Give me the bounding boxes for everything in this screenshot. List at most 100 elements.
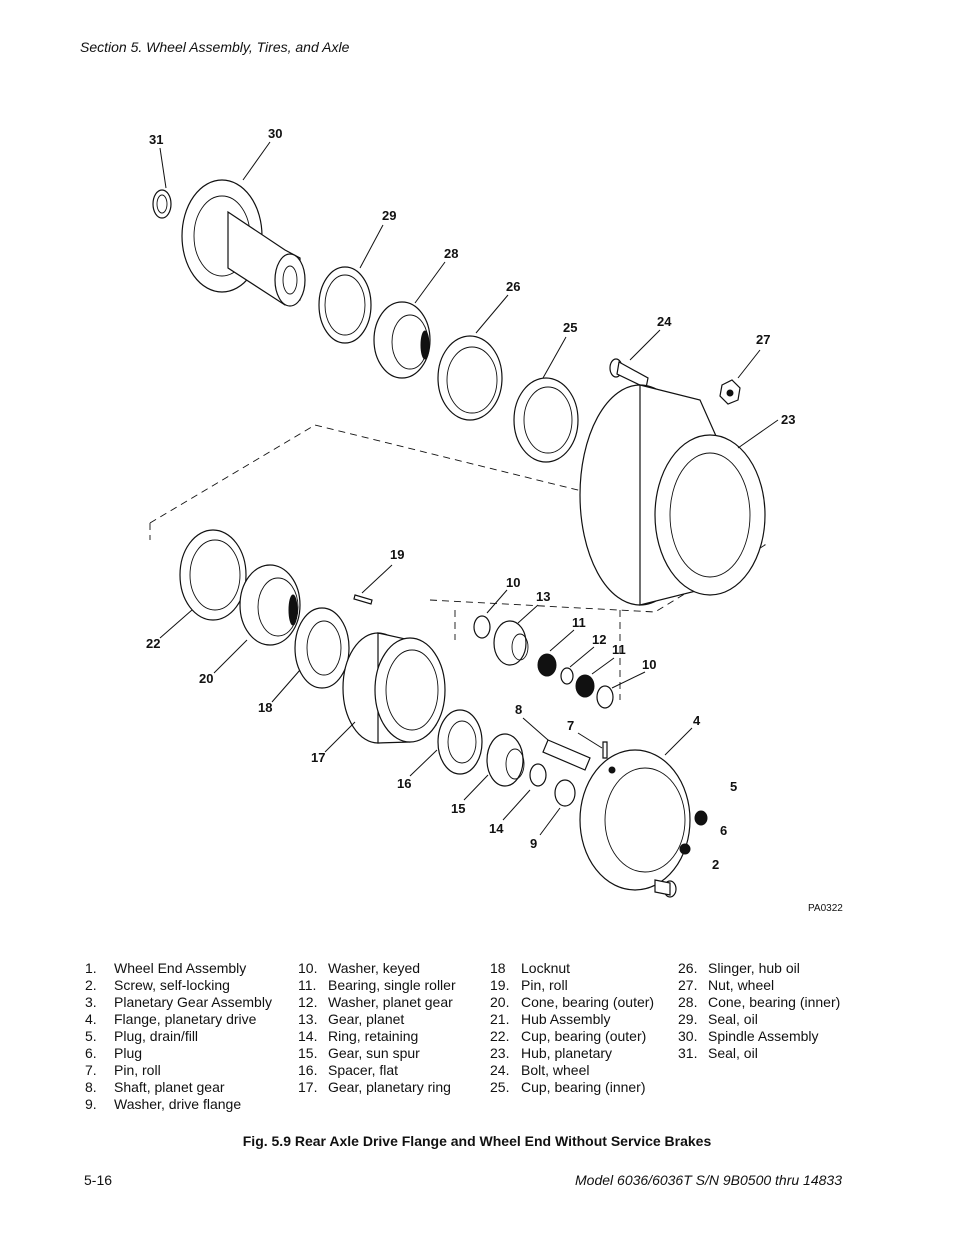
part-planet-gear-washer (560, 667, 574, 685)
callout-20: 20 (199, 671, 213, 686)
callout-29: 29 (382, 208, 396, 223)
parts-legend-column-4: 26.Slinger, hub oil 27.Nut, wheel 28.Con… (678, 960, 840, 1062)
part-self-locking-screw (654, 879, 677, 898)
callout-30: 30 (268, 126, 282, 141)
legend-number: 31. (678, 1045, 698, 1061)
part-planetary-drive-flange (579, 749, 691, 891)
parts-legend-column-3: 18 Locknut 19. Pin, roll 20.Cone, bearing … (490, 960, 654, 1096)
legend-label: Washer, planet gear (328, 994, 453, 1010)
section-header: Section 5. Wheel Assembly, Tires, and Ax… (80, 39, 350, 55)
callout-5: 5 (730, 779, 737, 794)
callout-15: 15 (451, 801, 465, 816)
part-wheel-nut (719, 379, 741, 405)
legend-number: 25. (490, 1079, 510, 1095)
legend-label: Spindle Assembly (708, 1028, 819, 1044)
callout-4: 4 (693, 713, 701, 728)
part-roller-bearing-b (575, 674, 595, 698)
legend-number: 4. (85, 1011, 97, 1027)
callout-10-b: 10 (642, 657, 656, 672)
legend-label: Bearing, single roller (328, 977, 456, 993)
legend-label: Plug, drain/fill (114, 1028, 199, 1044)
legend-number: 3. (85, 994, 97, 1010)
part-spindle-assembly (181, 179, 306, 307)
legend-label: Slinger, hub oil (708, 960, 800, 976)
legend-item: 19. Pin, roll (490, 977, 654, 994)
legend-label: Screw, self-locking (114, 977, 230, 993)
legend-number: 17. (298, 1079, 318, 1095)
legend-label: Flange, planetary drive (114, 1011, 257, 1027)
legend-number: 16. (298, 1062, 318, 1078)
legend-item: 11. Bearing, single roller (298, 977, 456, 994)
part-sun-spur-gear (486, 733, 525, 787)
legend-item: 20.Cone, bearing (outer) (490, 994, 654, 1011)
legend-number: 24. (490, 1062, 510, 1078)
legend-item: 7. Pin, roll (85, 1062, 272, 1079)
part-planet-gear (493, 620, 529, 666)
legend-label: Ring, retaining (328, 1028, 419, 1044)
legend-number: 7. (85, 1062, 97, 1078)
legend-number: 11. (298, 977, 317, 993)
legend-item: 17. Gear, planetary ring (298, 1079, 456, 1096)
callout-8: 8 (515, 702, 522, 717)
legend-label: Pin, roll (114, 1062, 161, 1078)
legend-item: 5. Plug, drain/fill (85, 1028, 272, 1045)
legend-number: 15. (298, 1045, 318, 1061)
legend-number: 21. (490, 1011, 510, 1027)
legend-item: 24.Bolt, wheel (490, 1062, 654, 1079)
part-wheel-bolt (609, 358, 649, 389)
legend-number: 9. (85, 1096, 97, 1112)
legend-item: 15. Gear, sun spur (298, 1045, 456, 1062)
part-roll-pin-7 (602, 741, 608, 759)
legend-number: 26. (678, 960, 698, 976)
legend-label: Nut, wheel (708, 977, 775, 993)
legend-item: 8.Shaft, planet gear (85, 1079, 272, 1096)
legend-item: 14.Ring, retaining (298, 1028, 456, 1045)
callout-27: 27 (756, 332, 770, 347)
legend-number: 18 (490, 960, 506, 976)
callout-labels: 31 30 29 28 26 25 24 27 23 19 22 20 18 1… (146, 126, 843, 914)
callout-11-a: 11 (572, 615, 586, 630)
callout-6: 6 (720, 823, 727, 838)
legend-label: Shaft, planet gear (114, 1079, 225, 1095)
legend-label: Hub Assembly (521, 1011, 611, 1027)
legend-number: 10. (298, 960, 318, 976)
part-inner-bearing-cup (513, 377, 579, 463)
part-planetary-ring-gear (342, 632, 446, 744)
legend-item: 30.Spindle Assembly (678, 1028, 840, 1045)
part-outer-bearing-cup (179, 529, 247, 621)
part-planetary-hub (579, 384, 766, 606)
legend-item: 13.Gear, planet (298, 1011, 456, 1028)
parts-legend-column-2: 10.Washer, keyed 11.Bearing, single roll… (298, 960, 456, 1096)
callout-10-a: 10 (506, 575, 520, 590)
leader-lines (159, 141, 779, 836)
legend-item: 12.Washer, planet gear (298, 994, 456, 1011)
legend-label: Locknut (521, 960, 571, 976)
legend-label: Seal, oil (708, 1045, 758, 1061)
legend-label: Pin, roll (521, 977, 568, 993)
legend-item: 25.Cup, bearing (inner) (490, 1079, 654, 1096)
legend-label: Gear, sun spur (328, 1045, 420, 1061)
legend-number: 6. (85, 1045, 97, 1061)
legend-label: Cup, bearing (outer) (521, 1028, 647, 1044)
legend-number: 5. (85, 1028, 97, 1044)
callout-17: 17 (311, 750, 325, 765)
legend-label: Spacer, flat (328, 1062, 399, 1078)
legend-item: 1.Wheel End Assembly (85, 960, 272, 977)
part-roll-pin-19 (353, 594, 373, 605)
callout-9: 9 (530, 836, 537, 851)
callout-14: 14 (489, 821, 504, 836)
part-inner-bearing-cone (373, 301, 431, 379)
legend-label: Seal, oil (708, 1011, 758, 1027)
part-outer-bearing-cone (239, 564, 301, 646)
legend-number: 2. (85, 977, 97, 993)
legend-number: 28. (678, 994, 698, 1010)
part-planet-gear-shaft (542, 739, 591, 771)
legend-number: 19. (490, 977, 510, 993)
legend-number: 1. (85, 960, 97, 976)
legend-label: Gear, planetary ring (328, 1079, 451, 1095)
model-footer: Model 6036/6036T S/N 9B0500 thru 14833 (575, 1172, 842, 1188)
exploded-parts-diagram: 31 30 29 28 26 25 24 27 23 19 22 20 18 1… (146, 126, 843, 914)
part-hub-oil-slinger (437, 335, 503, 421)
legend-item: 26. Slinger, hub oil (678, 960, 840, 977)
legend-item: 6.Plug (85, 1045, 272, 1062)
